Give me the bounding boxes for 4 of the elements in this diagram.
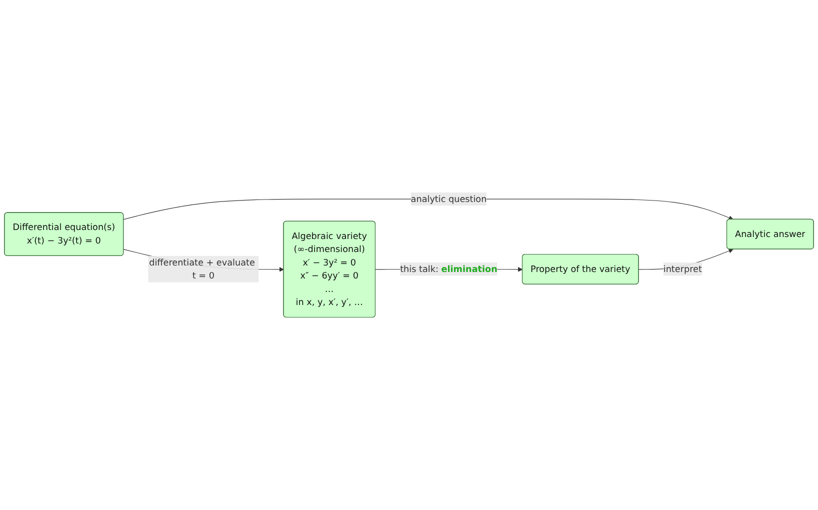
edge-label: interpret <box>663 264 702 274</box>
edge-label: differentiate + evaluate t = 0 <box>149 257 255 281</box>
edge-label: analytic question <box>410 194 487 204</box>
edge-label: this talk: elimination <box>400 264 498 274</box>
